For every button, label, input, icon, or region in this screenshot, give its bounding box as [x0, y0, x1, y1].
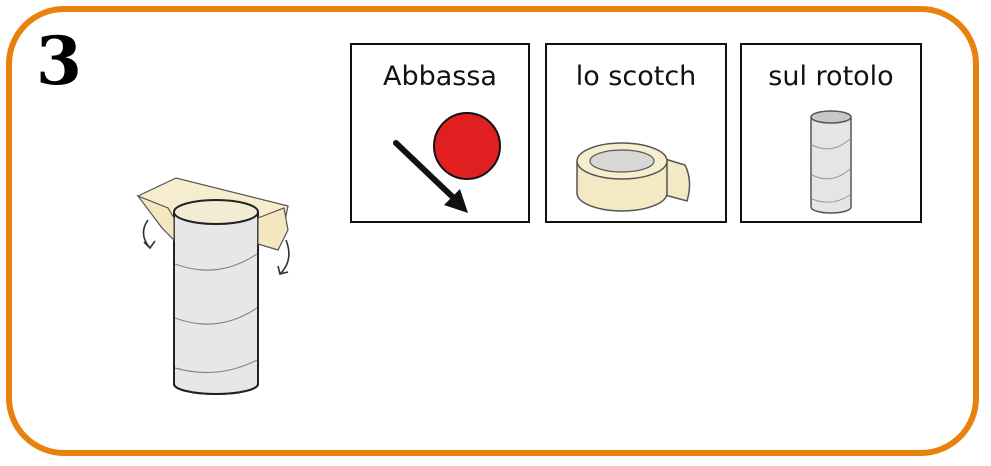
card-sul-rotolo: sul rotolo: [740, 43, 922, 223]
card-label: Abbassa: [352, 61, 528, 92]
down-arrow-with-red-ball-icon: [352, 101, 528, 221]
tape-over-roll-illustration: [128, 168, 308, 398]
card-label: lo scotch: [547, 61, 725, 92]
card-label: sul rotolo: [742, 61, 920, 92]
card-lo-scotch: lo scotch: [545, 43, 727, 223]
step-number: 3: [36, 28, 82, 94]
tape-roll-icon: [547, 101, 725, 221]
cardboard-roll-icon: [742, 95, 920, 221]
card-abbassa: Abbassa: [350, 43, 530, 223]
